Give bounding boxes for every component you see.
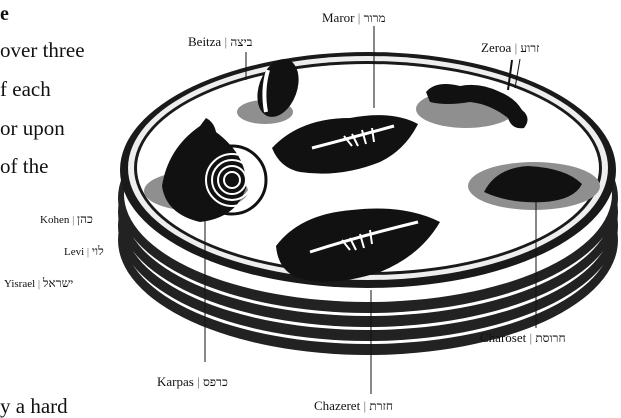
kohen-hebrew: כהן	[77, 212, 93, 226]
matzah-label-yisrael: Yisrael | ישראל	[4, 276, 73, 291]
maror-english: Maror	[322, 10, 355, 25]
chazeret-hebrew: חזרת	[369, 399, 393, 413]
karpas-hebrew: כרפס	[203, 375, 228, 389]
karpas-english: Karpas	[157, 374, 194, 389]
chazeret-english: Chazeret	[314, 398, 360, 413]
matzah-label-levi: Levi | לוי	[64, 244, 104, 259]
separator: |	[529, 330, 532, 345]
zeroa-hebrew: זרוע	[520, 41, 539, 55]
charoset-english: Charoset	[480, 330, 526, 345]
separator: |	[87, 246, 89, 258]
yisrael-hebrew: ישראל	[43, 276, 73, 290]
beitza-english: Beitza	[188, 34, 221, 49]
maror-hebrew: מרור	[364, 11, 386, 25]
levi-english: Levi	[64, 246, 84, 258]
levi-hebrew: לוי	[92, 244, 104, 258]
beitza-hebrew: ביצה	[230, 35, 252, 49]
label-chazeret: Chazeret | חזרת	[314, 398, 393, 414]
separator: |	[358, 10, 361, 25]
separator: |	[72, 214, 74, 226]
label-karpas: Karpas | כרפס	[157, 374, 228, 390]
separator: |	[224, 34, 227, 49]
charoset-hebrew: חרוסת	[535, 331, 565, 345]
separator: |	[515, 40, 518, 55]
yisrael-english: Yisrael	[4, 278, 35, 290]
zeroa-english: Zeroa	[481, 40, 511, 55]
label-zeroa: Zeroa | זרוע	[481, 40, 540, 56]
separator: |	[38, 278, 40, 290]
label-beitza: Beitza | ביצה	[188, 34, 252, 50]
label-maror: Maror | מרור	[322, 10, 386, 26]
matzah-label-kohen: Kohen | כהן	[40, 212, 93, 227]
kohen-english: Kohen	[40, 214, 69, 226]
separator: |	[197, 374, 200, 389]
separator: |	[363, 398, 366, 413]
label-charoset: Charoset | חרוסת	[480, 330, 566, 346]
